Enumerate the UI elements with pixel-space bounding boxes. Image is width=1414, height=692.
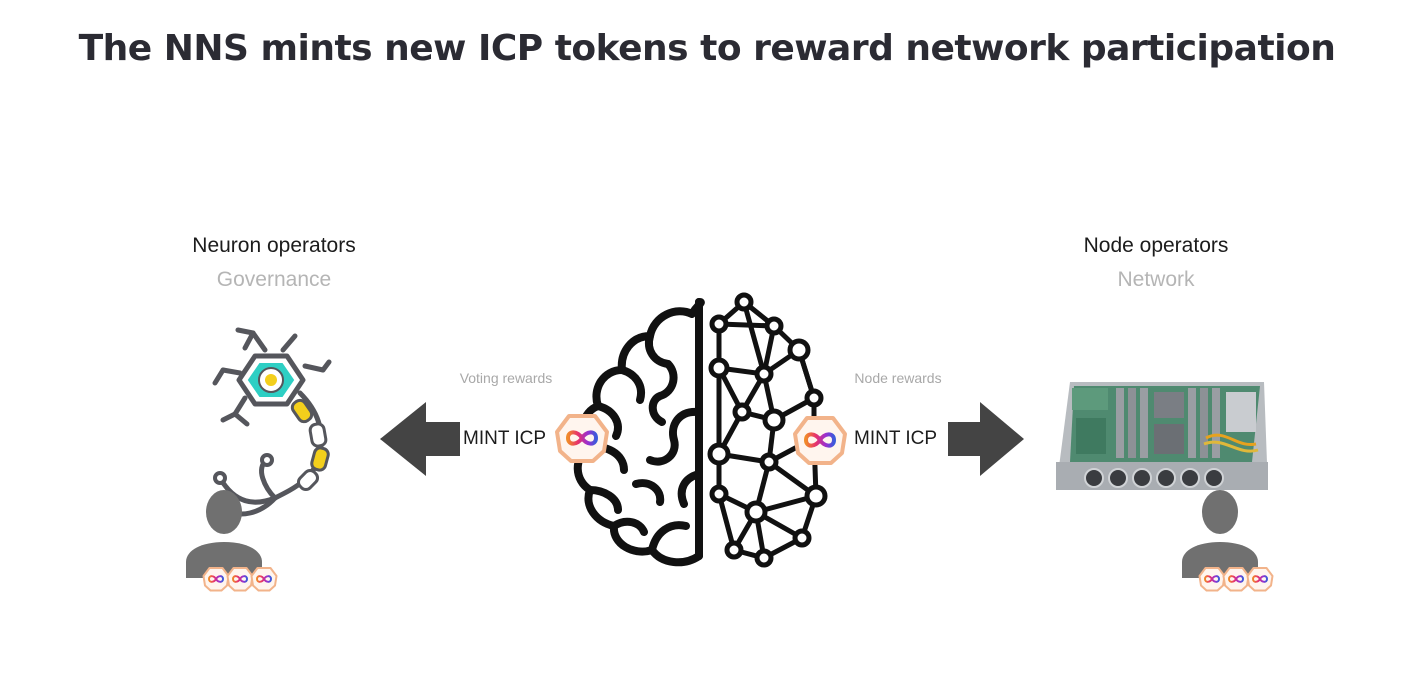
governance-subheading: Governance (216, 268, 332, 291)
person-icon (1182, 490, 1258, 578)
icp-token-icon (202, 567, 278, 592)
voting-rewards-label: Voting rewards (459, 370, 553, 386)
arrow-right-icon (948, 402, 1024, 476)
neuron-operators-heading: Neuron operators (192, 234, 356, 257)
network-subheading: Network (1117, 268, 1195, 291)
server-icon (1056, 382, 1268, 490)
page-title: The NNS mints new ICP tokens to reward n… (78, 28, 1336, 69)
icp-token-icon (555, 414, 609, 463)
node-operators-heading: Node operators (1083, 234, 1229, 257)
icp-token-icon (1198, 567, 1274, 592)
person-icon (186, 490, 262, 578)
arrow-left-icon (380, 402, 460, 476)
right-mint-label: MINT ICP (854, 428, 938, 449)
node-rewards-label: Node rewards (854, 370, 942, 386)
left-mint-label: MINT ICP (463, 428, 547, 449)
icp-token-icon (793, 416, 847, 465)
